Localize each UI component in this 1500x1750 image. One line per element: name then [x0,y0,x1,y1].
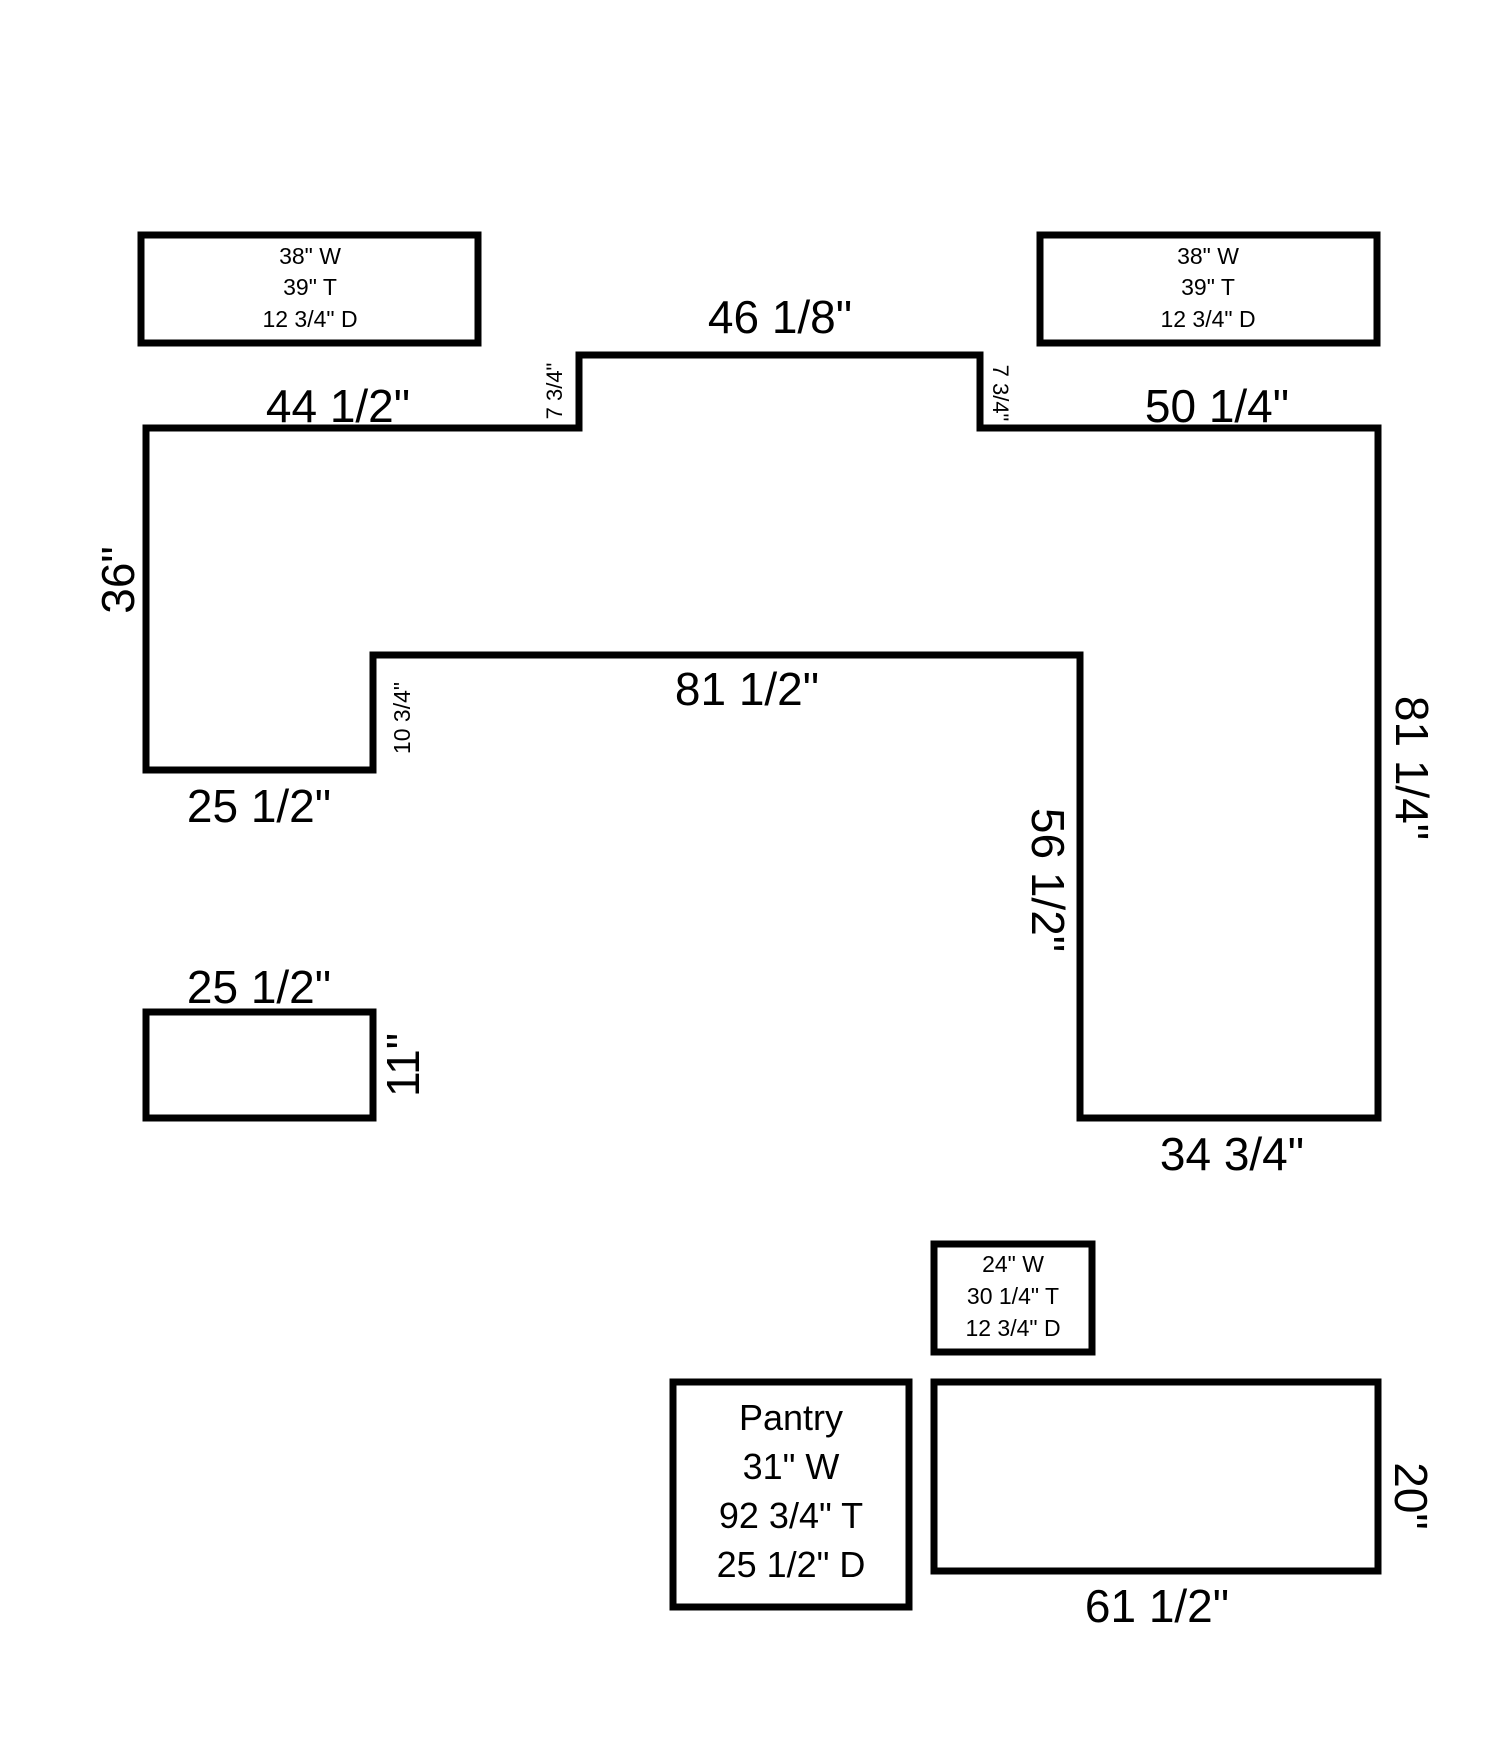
dim-left-side: 36" [92,546,144,614]
dim-inner-step: 10 3/4" [389,682,415,754]
cabinet-left-width: 38" W [279,243,341,269]
dim-step-left: 7 3/4" [542,363,567,420]
wall-cabinet-left [137,231,482,347]
dim-inner-right: 56 1/2" [1022,808,1074,952]
small-wall-cabinet [930,1240,1096,1356]
cabinet-right-depth: 12 3/4" D [1160,306,1255,332]
small-cabinet-height: 30 1/4" T [967,1283,1059,1309]
dim-top-center: 46 1/8" [708,291,852,343]
pantry-label: Pantry [739,1397,843,1438]
small-block-width: 25 1/2" [187,961,331,1013]
small-block-height: 11" [377,1033,429,1097]
dim-right-side: 81 1/4" [1386,696,1438,840]
cabinet-left-depth: 12 3/4" D [262,306,357,332]
dim-bottom-right: 34 3/4" [1160,1128,1304,1180]
pantry-cabinet [669,1378,913,1611]
wall-cabinet-right [1036,231,1381,347]
bottom-counter-width: 61 1/2" [1085,1580,1229,1632]
small-cabinet-depth: 12 3/4" D [965,1315,1060,1341]
pantry-height: 92 3/4" T [719,1495,863,1536]
bottom-counter [930,1378,1382,1575]
main-counter-outline [142,351,1382,1122]
dim-bottom-left: 25 1/2" [187,780,331,832]
dim-inner-top: 81 1/2" [675,663,819,715]
pantry-width: 31" W [743,1446,840,1487]
small-counter-block [142,1008,377,1122]
cabinet-right-height: 39" T [1181,274,1235,300]
cabinet-right-width: 38" W [1177,243,1239,269]
dim-top-left: 44 1/2" [266,380,410,432]
small-cabinet-width: 24" W [982,1251,1044,1277]
dim-top-right: 50 1/4" [1145,380,1289,432]
bottom-counter-height: 20" [1385,1462,1437,1530]
pantry-depth: 25 1/2" D [717,1544,866,1585]
dim-step-right: 7 3/4" [988,365,1013,422]
cabinet-left-height: 39" T [283,274,337,300]
